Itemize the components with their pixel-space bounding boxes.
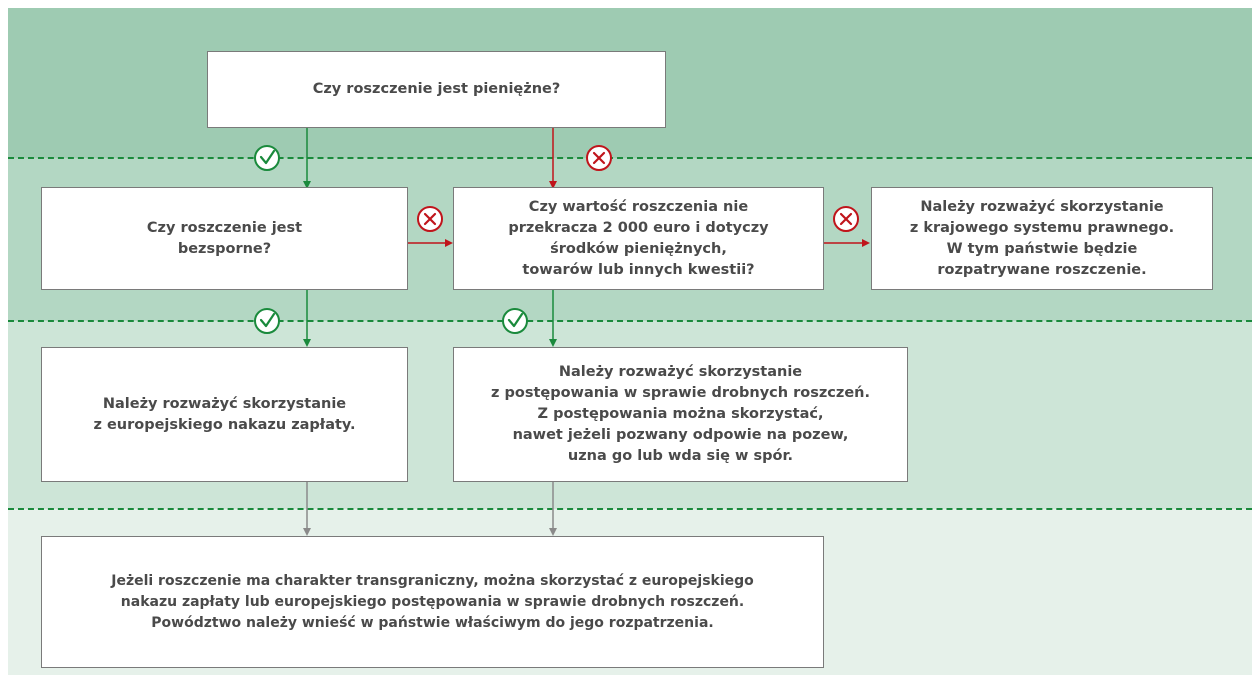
- cross-circle-icon: [586, 145, 612, 171]
- question-monetary-box: Czy roszczenie jest pieniężne?: [207, 51, 666, 128]
- divider-2: [8, 320, 1252, 322]
- check-circle-icon: [502, 308, 528, 334]
- divider-3: [8, 508, 1252, 510]
- check-circle-icon: [254, 308, 280, 334]
- divider-1: [8, 157, 1252, 159]
- question-undisputed-box: Czy roszczenie jest bezsporne?: [41, 187, 408, 290]
- check-circle-icon: [254, 145, 280, 171]
- cross-circle-icon: [417, 206, 443, 232]
- small-claims-box: Należy rozważyć skorzystanie z postępowa…: [453, 347, 908, 482]
- cross-circle-icon: [833, 206, 859, 232]
- cross-border-box: Jeżeli roszczenie ma charakter transgran…: [41, 536, 824, 668]
- national-system-box: Należy rozważyć skorzystanie z krajowego…: [871, 187, 1213, 290]
- payment-order-box: Należy rozważyć skorzystanie z europejsk…: [41, 347, 408, 482]
- question-value-box: Czy wartość roszczenia nie przekracza 2 …: [453, 187, 824, 290]
